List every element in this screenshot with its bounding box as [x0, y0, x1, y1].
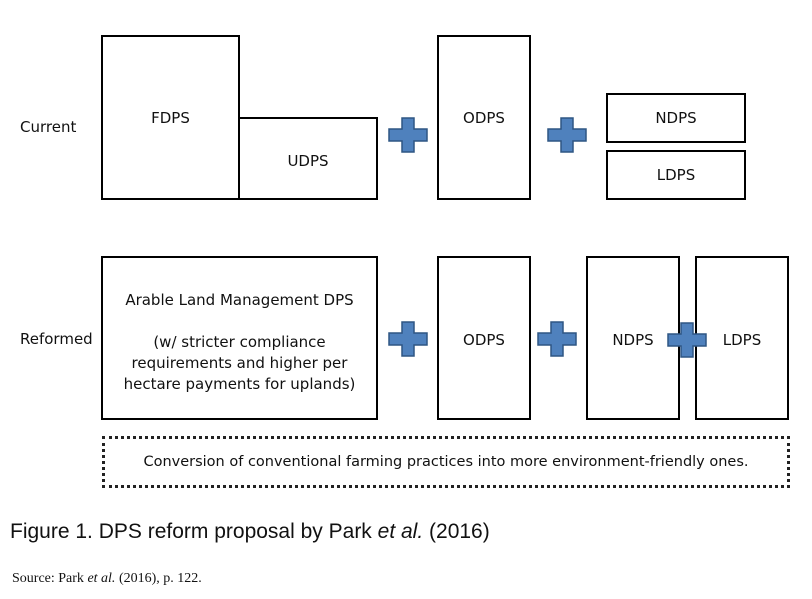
arable-line-3: hectare payments for uplands) — [123, 375, 356, 393]
plus-icon — [667, 322, 707, 358]
source-etal: et al. — [87, 571, 116, 586]
udps-box: UDPS — [238, 117, 378, 200]
fdps-label: FDPS — [151, 109, 190, 127]
arable-land-box: Arable Land Management DPS (w/ stricter … — [101, 256, 378, 420]
ldps-box-reformed: LDPS — [695, 256, 789, 420]
odps-label-reformed: ODPS — [463, 331, 505, 349]
plus-icon — [388, 321, 428, 357]
udps-label: UDPS — [287, 152, 329, 170]
fdps-box: FDPS — [101, 35, 240, 200]
row-label-current: Current — [20, 118, 77, 136]
ldps-box-current: LDPS — [606, 150, 746, 200]
plus-icon — [388, 117, 428, 153]
plus-icon — [547, 117, 587, 153]
figure-caption: Figure 1. DPS reform proposal by Park et… — [10, 520, 490, 544]
ndps-label-reformed: NDPS — [612, 331, 654, 349]
arable-line-1: (w/ stricter compliance — [153, 333, 326, 351]
caption-suffix: (2016) — [423, 520, 490, 543]
plus-icon — [537, 321, 577, 357]
ldps-label-reformed: LDPS — [722, 331, 762, 349]
ndps-box-reformed: NDPS — [586, 256, 680, 420]
ldps-label-current: LDPS — [656, 166, 696, 184]
odps-box-current: ODPS — [437, 35, 531, 200]
conversion-note-text: Conversion of conventional farming pract… — [143, 454, 749, 470]
source-suffix: (2016), p. 122. — [115, 571, 202, 586]
figure-source: Source: Park et al. (2016), p. 122. — [12, 571, 202, 587]
arable-title: Arable Land Management DPS — [125, 291, 354, 309]
odps-label-current: ODPS — [463, 109, 505, 127]
row-label-reformed: Reformed — [20, 330, 93, 348]
ndps-box-current: NDPS — [606, 93, 746, 143]
ndps-label-current: NDPS — [655, 109, 697, 127]
caption-etal: et al. — [377, 520, 424, 543]
arable-line-2: requirements and higher per — [131, 354, 348, 372]
odps-box-reformed: ODPS — [437, 256, 531, 420]
conversion-note-box: Conversion of conventional farming pract… — [102, 436, 790, 488]
source-prefix: Source: Park — [12, 571, 88, 586]
caption-prefix: Figure 1. DPS reform proposal by Park — [10, 520, 378, 543]
